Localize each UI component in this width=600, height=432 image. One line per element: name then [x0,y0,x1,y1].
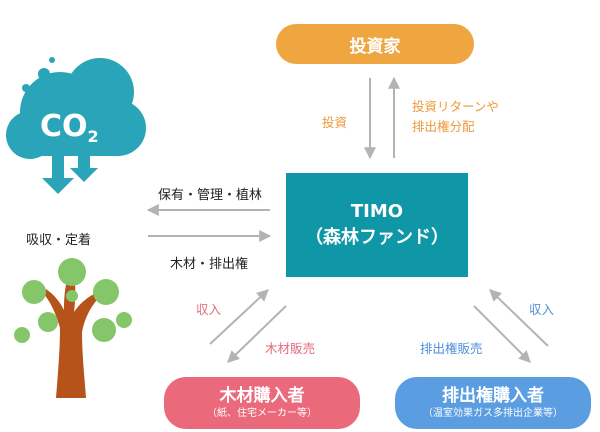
credit-buyer-sub: （温室効果ガス多排出企業等） [423,408,563,419]
income-right-arrow [489,289,549,347]
timo-title: TIMO [350,201,404,222]
timo-box: TIMO （森林ファンド） [286,173,468,277]
timo-subtitle: （森林ファンド） [305,227,449,248]
co2-label: CO2 [40,109,99,146]
returns-label: 投資リターンや 排出権分配 [412,97,499,137]
income-right-label: 収入 [529,302,555,317]
income-left-arrow [209,289,269,345]
credit-buyer-box: 排出権購入者 （温室効果ガス多排出企業等） [395,377,591,429]
timber-credits-label: 木材・排出権 [170,257,249,272]
tree-icon [14,258,132,398]
credit-sales-label: 排出権販売 [420,341,483,356]
returns-label-line2: 排出権分配 [412,119,475,134]
timber-buyer-sub: （紙、住宅メーカー等） [207,408,317,419]
credit-buyer-title: 排出権購入者 [442,386,544,406]
income-left-label: 収入 [196,302,222,317]
absorb-label: 吸収・定着 [26,233,92,248]
investor-box: 投資家 [276,24,474,64]
returns-label-line1: 投資リターンや [412,99,499,114]
timber-buyer-title: 木材購入者 [219,386,305,406]
arrows [146,76,549,363]
invest-label: 投資 [322,115,348,130]
co2-cloud-icon [6,57,146,194]
timber-sales-label: 木材販売 [265,341,316,356]
investor-label: 投資家 [349,36,401,57]
maintain-label: 保有・管理・植林 [158,188,263,203]
credit-sales-arrow [473,305,531,363]
timber-buyer-box: 木材購入者 （紙、住宅メーカー等） [164,377,360,429]
timber-sales-arrow [227,305,287,363]
